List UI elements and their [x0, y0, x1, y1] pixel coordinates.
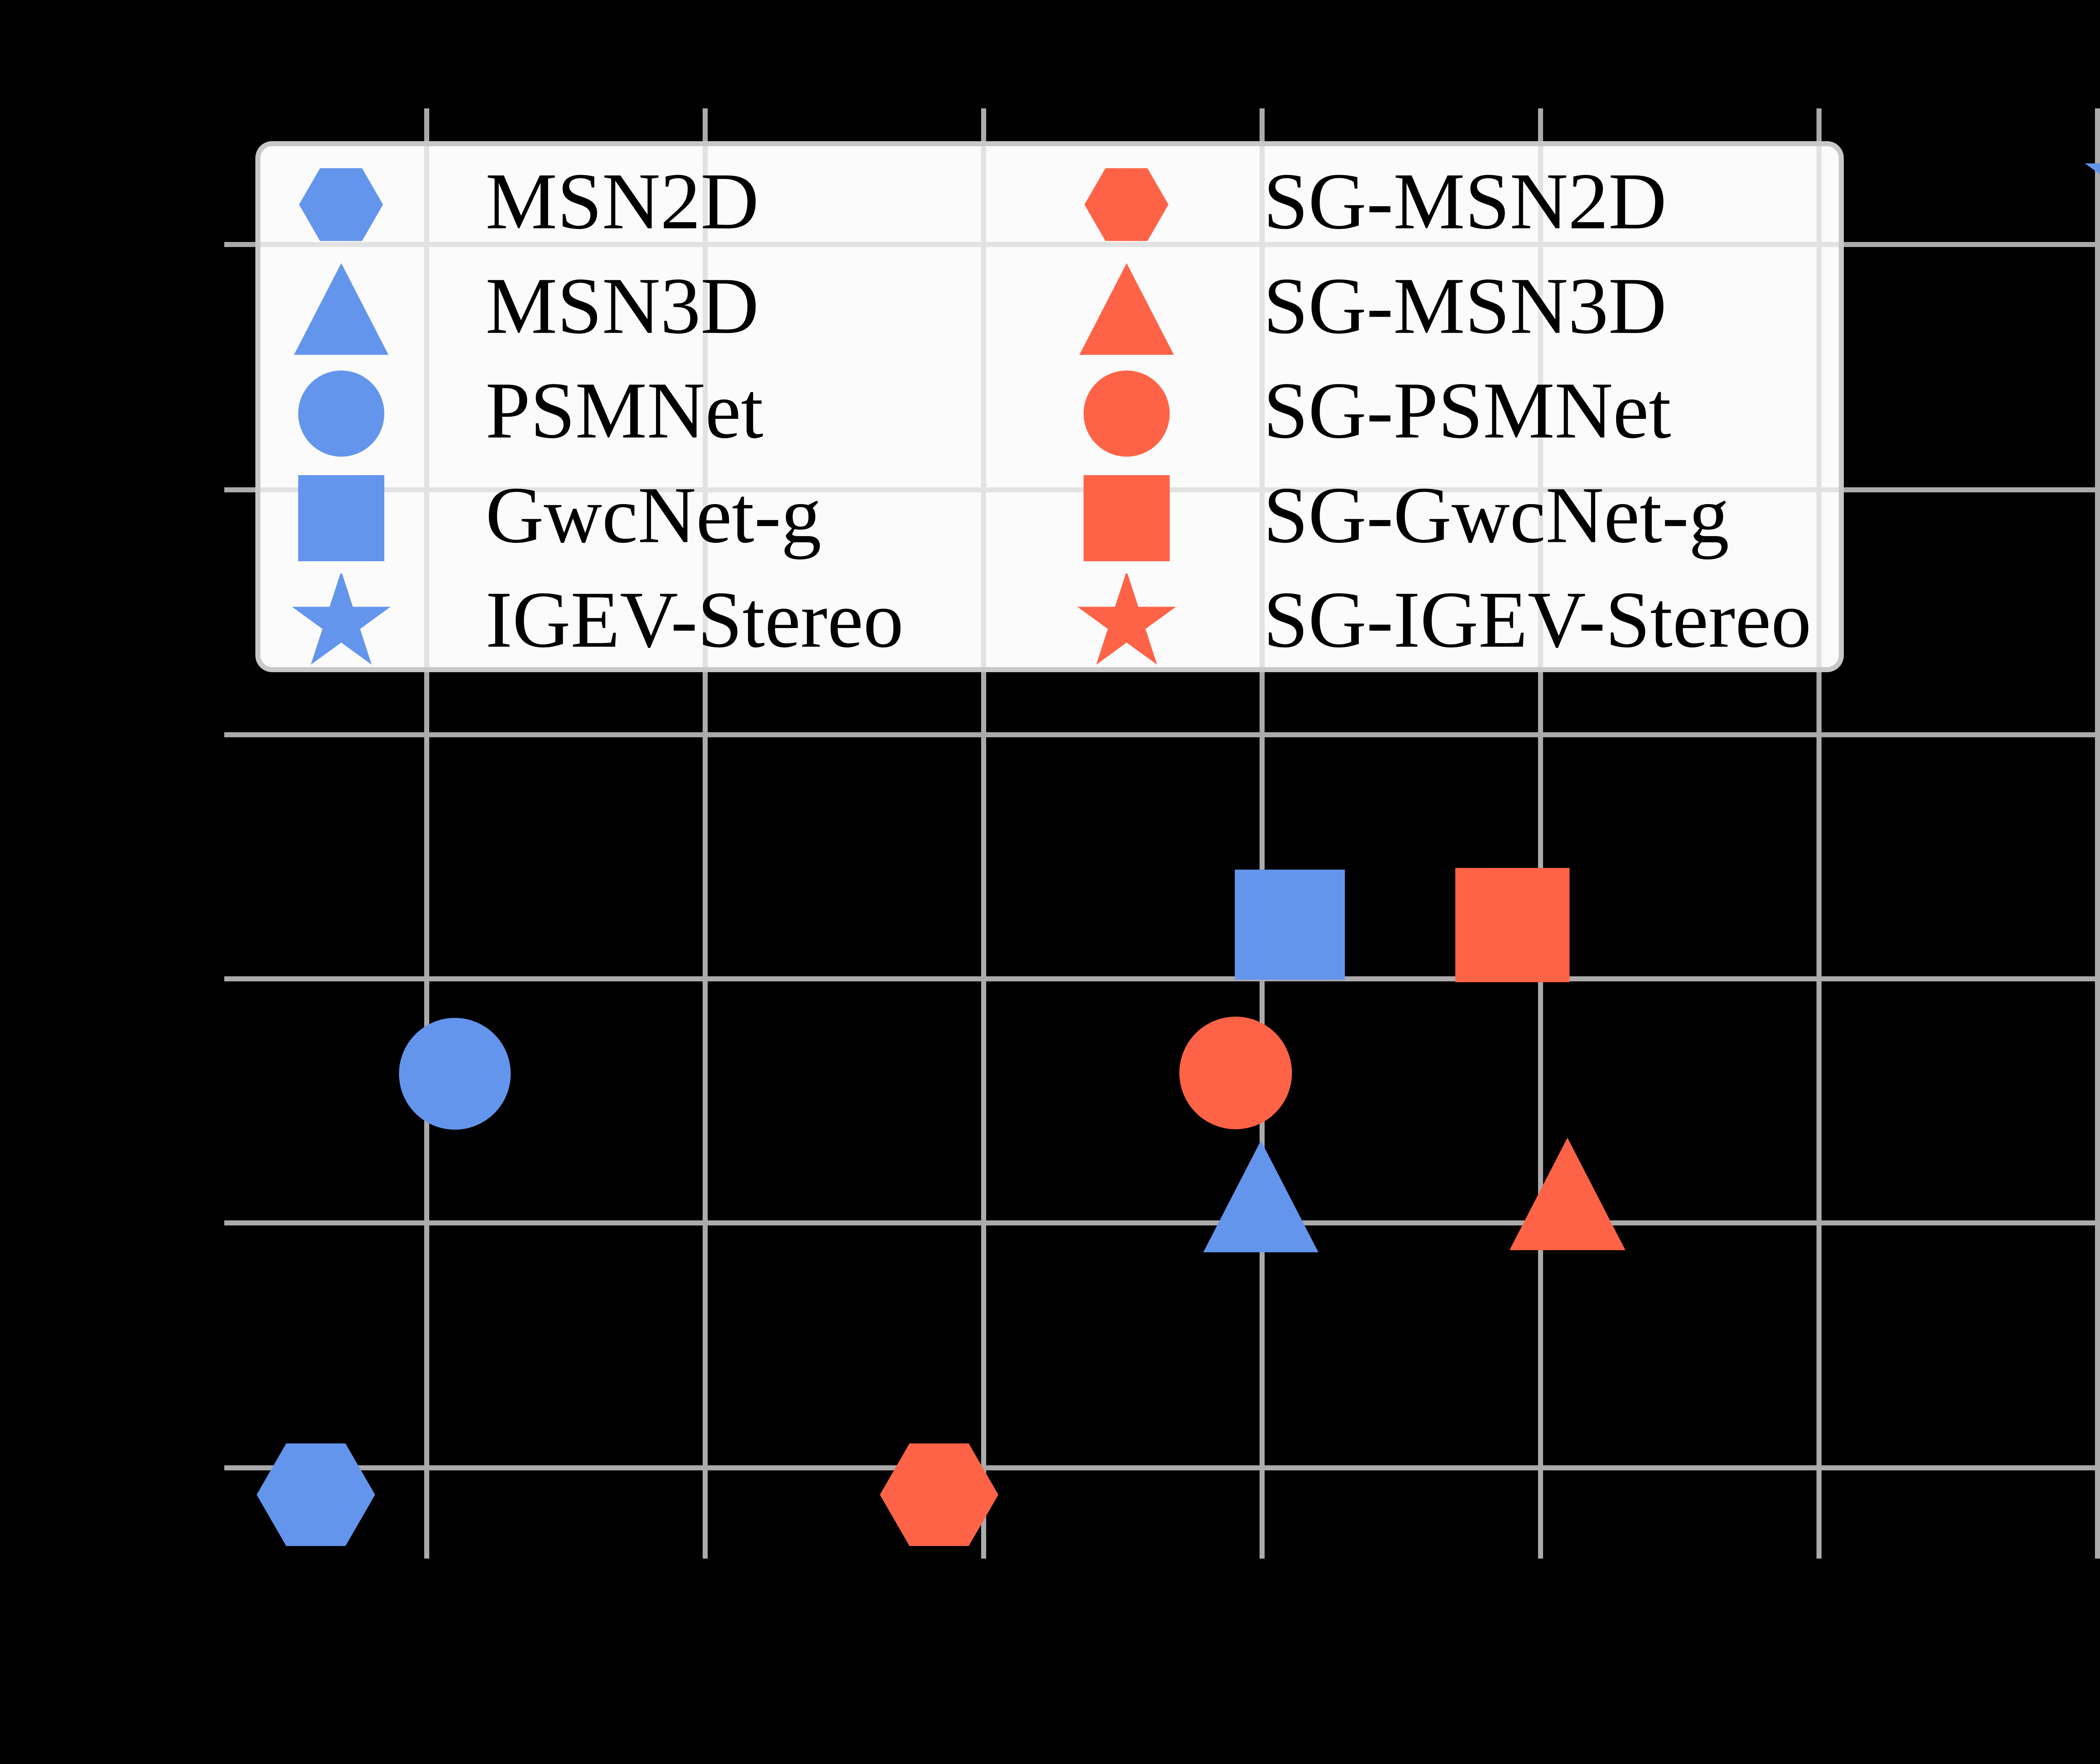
circle-marker-icon — [399, 1018, 511, 1130]
legend-label-sg-gwcnet-g: SG-GwcNet-g — [1263, 470, 1730, 560]
legend-label-msn3d: MSN3D — [486, 260, 759, 350]
data-point-igev-stereo — [2085, 113, 2100, 261]
legend-label-sg-psmnet: SG-PSMNet — [1263, 365, 1671, 455]
legend-label-msn2d: MSN2D — [486, 156, 759, 246]
legend-marker-psmnet — [298, 371, 384, 457]
circle-legend-icon — [1083, 371, 1170, 457]
legend-marker-sg-psmnet — [1083, 371, 1170, 457]
square-legend-icon — [1083, 475, 1170, 561]
triangle-legend-icon — [294, 263, 388, 355]
legend-stripe-vertical — [424, 146, 429, 667]
data-point-sg-psmnet — [1179, 1017, 1292, 1129]
star-marker-icon — [2085, 163, 2100, 174]
legend-marker-sg-igev-stereo — [1077, 573, 1176, 667]
legend-label-gwcnet-g: GwcNet-g — [486, 470, 822, 560]
legend-stripe-vertical — [981, 146, 986, 667]
hexagon-marker-icon — [257, 1443, 375, 1546]
circle-legend-icon — [298, 371, 384, 457]
circle-marker-icon — [1179, 1017, 1292, 1129]
legend-label-sg-igev-stereo: SG-IGEV-Stereo — [1263, 574, 1811, 664]
data-point-psmnet — [399, 1018, 511, 1130]
legend-marker-msn2d — [299, 163, 383, 247]
legend-stripe-vertical — [1260, 146, 1265, 667]
data-point-msn3d — [1203, 1139, 1318, 1254]
square-marker-icon — [1235, 870, 1345, 980]
legend-stripe-vertical — [703, 146, 708, 667]
legend-marker-igev-stereo — [291, 573, 391, 667]
hexagon-legend-icon — [1084, 168, 1168, 241]
data-point-sg-gwcnet-g — [1455, 868, 1570, 982]
triangle-legend-icon — [1079, 263, 1174, 355]
gridline-horizontal — [224, 1465, 2100, 1470]
square-legend-icon — [298, 475, 384, 561]
legend-stripe-horizontal — [260, 487, 1839, 492]
legend-label-psmnet: PSMNet — [486, 365, 764, 455]
legend-label-sg-msn3d: SG-MSN3D — [1263, 260, 1667, 350]
triangle-marker-icon — [1203, 1141, 1318, 1252]
triangle-marker-icon — [1509, 1138, 1625, 1250]
gridline-horizontal — [224, 976, 2100, 981]
legend-stripe-horizontal — [260, 242, 1839, 247]
legend-marker-msn3d — [294, 262, 388, 356]
legend-stripe-vertical — [1816, 146, 1822, 667]
gridline-horizontal — [224, 732, 2100, 737]
gridline-horizontal — [224, 1220, 2100, 1225]
legend-marker-sg-msn2d — [1084, 163, 1168, 247]
hexagon-legend-icon — [299, 168, 383, 241]
data-point-gwcnet-g — [1235, 870, 1345, 980]
hexagon-marker-icon — [880, 1443, 998, 1546]
legend-stripe-vertical — [1538, 146, 1543, 667]
legend-label-sg-msn2d: SG-MSN2D — [1263, 156, 1667, 246]
data-point-sg-msn2d — [880, 1435, 998, 1554]
legend-label-igev-stereo: IGEV-Stereo — [486, 574, 904, 664]
square-marker-icon — [1455, 868, 1570, 982]
gridline-vertical — [2095, 108, 2100, 1559]
legend-marker-gwcnet-g — [298, 475, 384, 561]
legend-marker-sg-gwcnet-g — [1083, 475, 1170, 561]
data-point-sg-msn3d — [1509, 1136, 1625, 1252]
legend-marker-sg-msn3d — [1079, 262, 1174, 356]
star-legend-icon — [291, 573, 391, 665]
data-point-msn2d — [257, 1435, 375, 1554]
star-legend-icon — [1077, 573, 1176, 665]
